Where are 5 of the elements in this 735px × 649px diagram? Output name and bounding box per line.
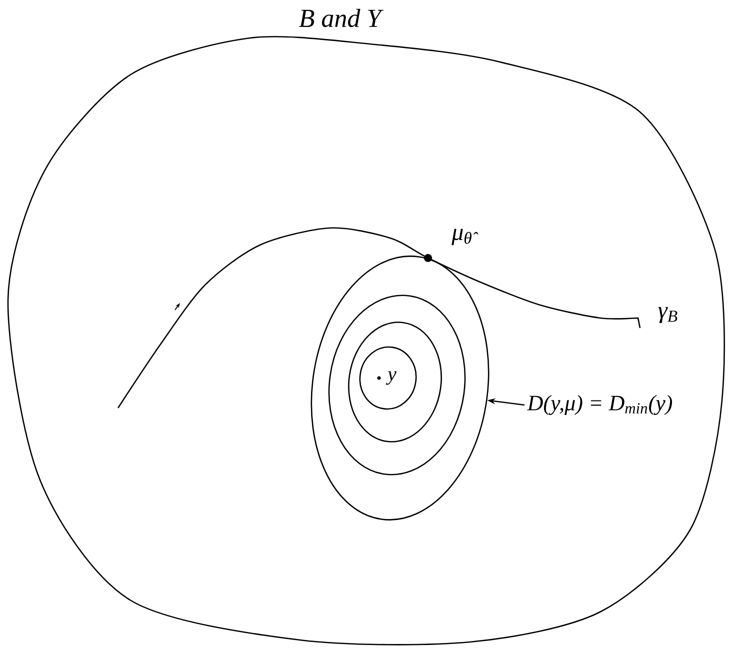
contour-label: D(y,μ) = D$_{min}$(y) bbox=[527, 395, 672, 415]
node-label: B and Y bbox=[299, 8, 384, 28]
contour-line: y bbox=[359, 346, 417, 410]
math-label: μ$_{θ̂}$ bbox=[452, 228, 478, 246]
math-label: γ$_{B}$ bbox=[658, 306, 678, 324]
